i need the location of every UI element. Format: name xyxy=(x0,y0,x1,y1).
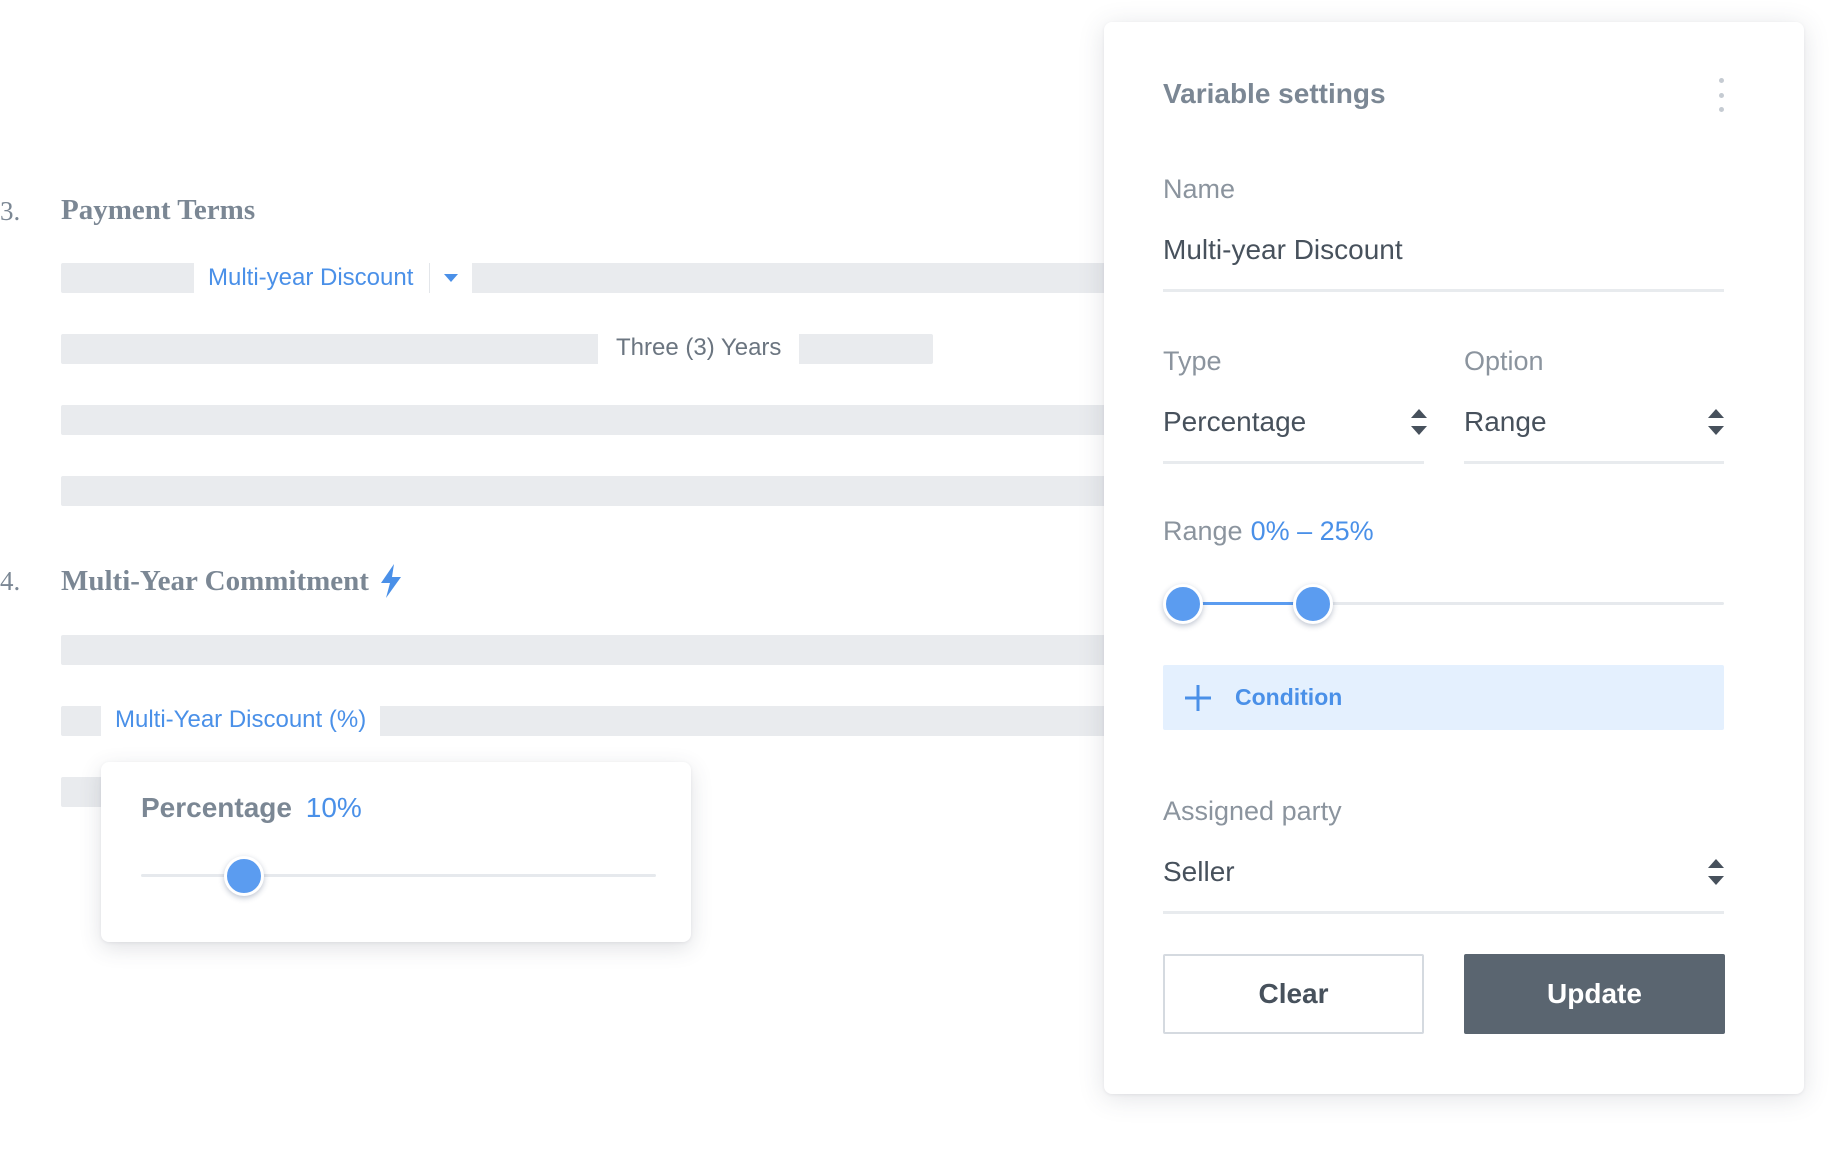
contract-document: 3. Payment Terms Multi-year Discount Thr… xyxy=(0,194,1111,942)
variable-settings-panel: Variable settings Name Multi-year Discou… xyxy=(1104,22,1804,1094)
caret-down-icon[interactable] xyxy=(444,274,459,282)
chip-label: Multi-year Discount xyxy=(208,264,414,291)
plus-icon xyxy=(1185,684,1211,711)
section-title: Payment Terms xyxy=(61,194,255,227)
percentage-slider-handle[interactable] xyxy=(224,856,264,896)
add-condition-label: Condition xyxy=(1235,684,1343,710)
range-slider-track[interactable] xyxy=(1163,602,1724,605)
text-placeholder-line xyxy=(61,405,1111,435)
section-title-text: Multi-Year Commitment xyxy=(61,564,369,597)
popover-value: 10% xyxy=(305,792,362,823)
add-condition-button[interactable]: Condition xyxy=(1163,665,1724,730)
section-number: 4. xyxy=(0,566,21,596)
range-slider-max-handle[interactable] xyxy=(1293,584,1334,624)
section-title: Multi-Year Commitment xyxy=(61,564,403,598)
select-arrows-icon[interactable] xyxy=(1708,859,1724,885)
panel-title: Variable settings xyxy=(1163,78,1386,109)
kebab-menu-icon[interactable] xyxy=(1716,78,1726,112)
popover-title: Percentage 10% xyxy=(141,792,362,824)
name-underline xyxy=(1163,289,1724,292)
range-slider-fill xyxy=(1183,602,1314,605)
percentage-slider-track[interactable] xyxy=(141,874,656,877)
assigned-party-select[interactable]: Seller xyxy=(1163,856,1235,887)
name-label: Name xyxy=(1163,174,1236,204)
text-placeholder-line xyxy=(61,334,933,364)
variable-chip-multi-year-discount-pct[interactable]: Multi-Year Discount (%) xyxy=(101,698,381,742)
chip-label: Multi-Year Discount (%) xyxy=(115,706,367,733)
type-underline xyxy=(1163,461,1424,464)
chip-label: Three (3) Years xyxy=(616,334,782,361)
option-select[interactable]: Range xyxy=(1464,406,1547,437)
text-placeholder-line xyxy=(61,476,1111,506)
range-slider-min-handle[interactable] xyxy=(1163,584,1203,624)
option-label: Option xyxy=(1464,346,1544,376)
update-button[interactable]: Update xyxy=(1464,954,1725,1034)
name-input[interactable]: Multi-year Discount xyxy=(1163,234,1403,265)
assigned-party-underline xyxy=(1163,911,1724,914)
type-select[interactable]: Percentage xyxy=(1163,406,1307,437)
percentage-popover: Percentage 10% xyxy=(101,762,691,942)
section-number: 3. xyxy=(0,196,21,226)
text-placeholder-line xyxy=(61,635,1111,665)
variable-chip-three-years[interactable]: Three (3) Years xyxy=(598,326,800,370)
assigned-party-label: Assigned party xyxy=(1163,796,1342,826)
chip-divider xyxy=(429,263,431,293)
select-arrows-icon[interactable] xyxy=(1708,409,1724,435)
type-label: Type xyxy=(1163,346,1222,376)
option-underline xyxy=(1464,461,1724,464)
select-arrows-icon[interactable] xyxy=(1411,409,1427,435)
lightning-bolt-icon xyxy=(380,564,401,598)
variable-chip-multi-year-discount[interactable]: Multi-year Discount xyxy=(194,256,473,300)
range-value: 0% – 25% xyxy=(1250,516,1374,546)
range-label-text: Range xyxy=(1163,516,1243,546)
section-title-text: Payment Terms xyxy=(61,194,256,226)
popover-label: Percentage xyxy=(141,792,292,823)
clear-button[interactable]: Clear xyxy=(1163,954,1424,1034)
